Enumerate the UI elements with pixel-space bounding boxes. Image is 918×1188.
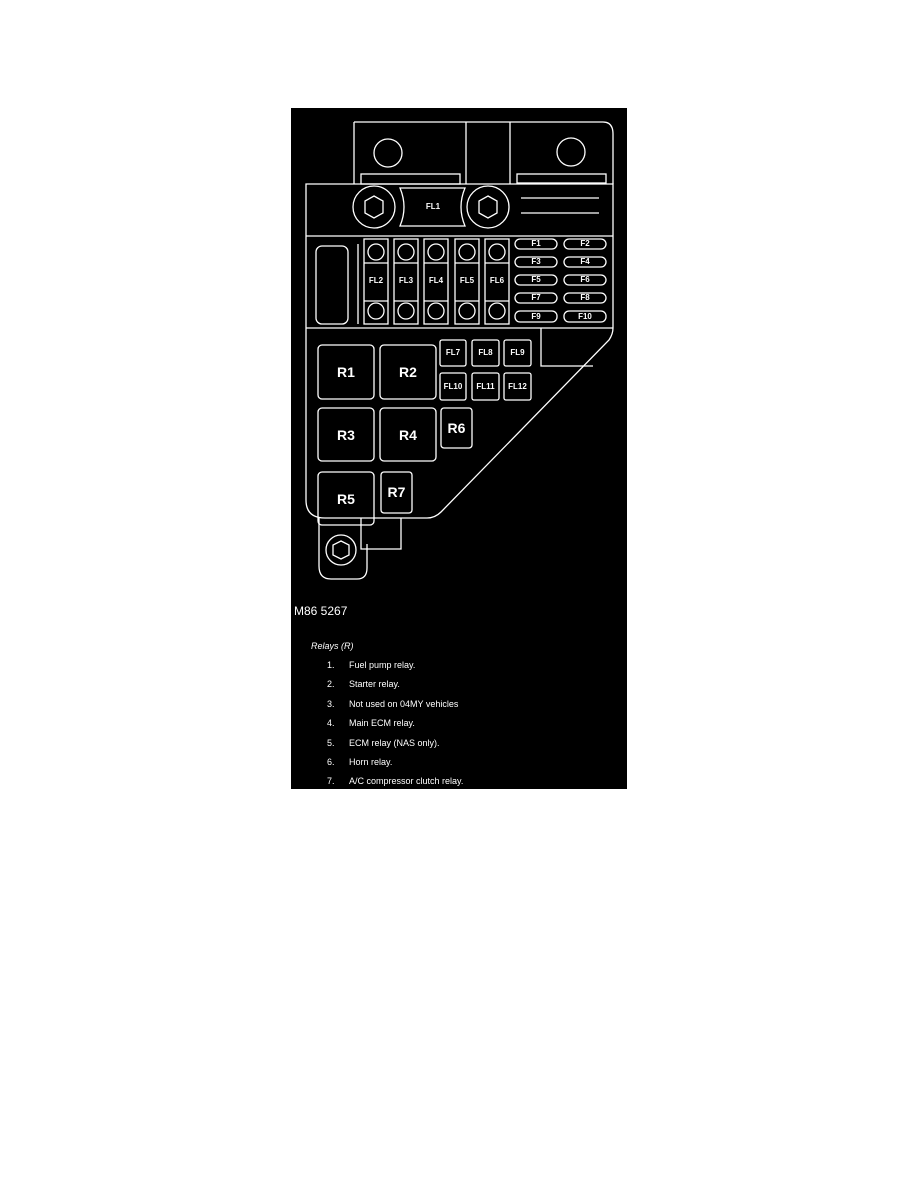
legend-item-number: 1. <box>327 660 335 670</box>
fuse-label-fl7: FL7 <box>445 348 461 357</box>
legend-item: 6. Horn relay. <box>327 756 463 775</box>
bolt-hex-icon <box>364 195 384 219</box>
fuse-label-fl5: FL5 <box>459 276 475 285</box>
relay-label-r4: R4 <box>399 427 417 443</box>
fuse-label-fl3: FL3 <box>398 276 414 285</box>
bolt-hex-icon <box>478 195 498 219</box>
legend-item: 4. Main ECM relay. <box>327 717 463 736</box>
bolt-hex-icon <box>332 540 350 560</box>
fuse-label-f1: F1 <box>531 239 541 248</box>
relay-label-r2: R2 <box>399 364 417 380</box>
fuse-label-f2: F2 <box>580 239 590 248</box>
fuse-label-f10: F10 <box>578 312 592 321</box>
fuse-label-fl9: FL9 <box>510 348 525 357</box>
fuse-label-f7: F7 <box>531 293 541 302</box>
fuse-label-fl12: FL12 <box>508 382 527 391</box>
legend-list: 1. Fuel pump relay. 2. Starter relay. 3. No… <box>327 659 463 795</box>
legend-item-text: Main ECM relay. <box>349 718 415 729</box>
fuse-label-f4: F4 <box>580 257 590 266</box>
fuse-label-f9: F9 <box>531 312 541 321</box>
legend-item-text: A/C compressor clutch relay. <box>349 776 464 787</box>
legend-item-text: Fuel pump relay. <box>349 660 416 670</box>
relay-label-r3: R3 <box>337 427 355 443</box>
fuse-label-fl11: FL11 <box>476 382 495 391</box>
relay-label-r6: R6 <box>447 420 466 436</box>
legend-item-number: 3. <box>327 698 335 709</box>
legend-item-number: 7. <box>327 776 335 787</box>
legend-item-text: Starter relay. <box>349 679 400 690</box>
relay-label-r7: R7 <box>387 484 406 500</box>
fuse-label-fl10: FL10 <box>443 382 463 391</box>
fl-column-fuses <box>363 238 510 325</box>
legend-item: 3. Not used on 04MY vehicles <box>327 698 463 717</box>
fuse-label-f5: F5 <box>531 275 541 284</box>
legend-item-number: 5. <box>327 737 335 748</box>
legend-title: Relays (R) <box>311 641 354 651</box>
mount-hole-right-icon <box>556 137 586 167</box>
fl1-assembly <box>352 185 599 229</box>
legend-item-text: Not used on 04MY vehicles <box>349 698 459 709</box>
bottom-mount <box>318 518 402 580</box>
fuse-box-figure: FL1 FL2 FL3 FL4 FL5 FL6 F1 F2 F3 F4 F5 F… <box>291 108 627 789</box>
legend-item: 5. ECM relay (NAS only). <box>327 737 463 756</box>
legend-item-text: ECM relay (NAS only). <box>349 737 440 748</box>
fuse-box-outline <box>305 183 614 519</box>
legend-item-text: Horn relay. <box>349 756 393 767</box>
relays <box>317 344 473 526</box>
fuse-label-fl4: FL4 <box>428 276 444 285</box>
legend-item-number: 6. <box>327 756 335 767</box>
fuse-label-fl8: FL8 <box>478 348 493 357</box>
figure-id: M86 5267 <box>294 604 348 618</box>
relay-label-r5: R5 <box>337 491 355 507</box>
fuse-label-fl2: FL2 <box>368 276 384 285</box>
legend-item: 2. Starter relay. <box>327 678 463 697</box>
legend-item: 1. Fuel pump relay. <box>327 659 463 678</box>
relay-label-r1: R1 <box>337 364 355 380</box>
blade-fuses <box>514 238 607 323</box>
fuse-label-f8: F8 <box>580 293 590 302</box>
lower-fuse-links <box>439 339 532 401</box>
fuse-label-fl1: FL1 <box>425 202 441 211</box>
mount-hole-bottom-icon <box>325 534 357 566</box>
legend-item-number: 4. <box>327 718 335 729</box>
fuse-label-f6: F6 <box>580 275 590 284</box>
fuse-label-fl6: FL6 <box>489 276 505 285</box>
fuse-box-diagram <box>305 121 614 580</box>
top-bracket <box>353 121 614 185</box>
blank-cavity <box>315 245 349 325</box>
fuse-label-f3: F3 <box>531 257 541 266</box>
mount-hole-left-icon <box>373 138 403 168</box>
legend-item: 7. A/C compressor clutch relay. <box>327 775 463 794</box>
legend-item-number: 2. <box>327 679 335 690</box>
